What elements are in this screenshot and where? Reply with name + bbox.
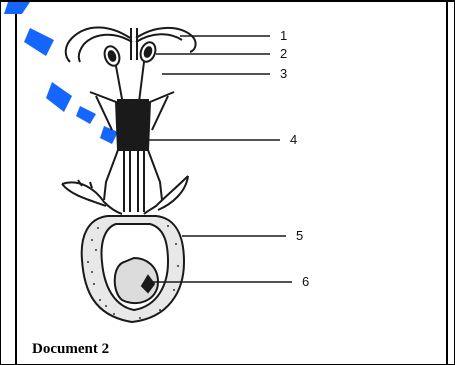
stigma (66, 27, 196, 62)
label-6: 6 (302, 274, 309, 289)
document-caption: Document 2 (32, 341, 109, 358)
ovule (115, 258, 158, 303)
label-4: 4 (290, 132, 297, 147)
label-5: 5 (296, 228, 303, 243)
label-3: 3 (280, 66, 287, 81)
petals (90, 92, 174, 200)
watermark-streaks (4, 2, 118, 144)
label-1: 1 (280, 28, 287, 43)
label-2: 2 (280, 46, 287, 61)
